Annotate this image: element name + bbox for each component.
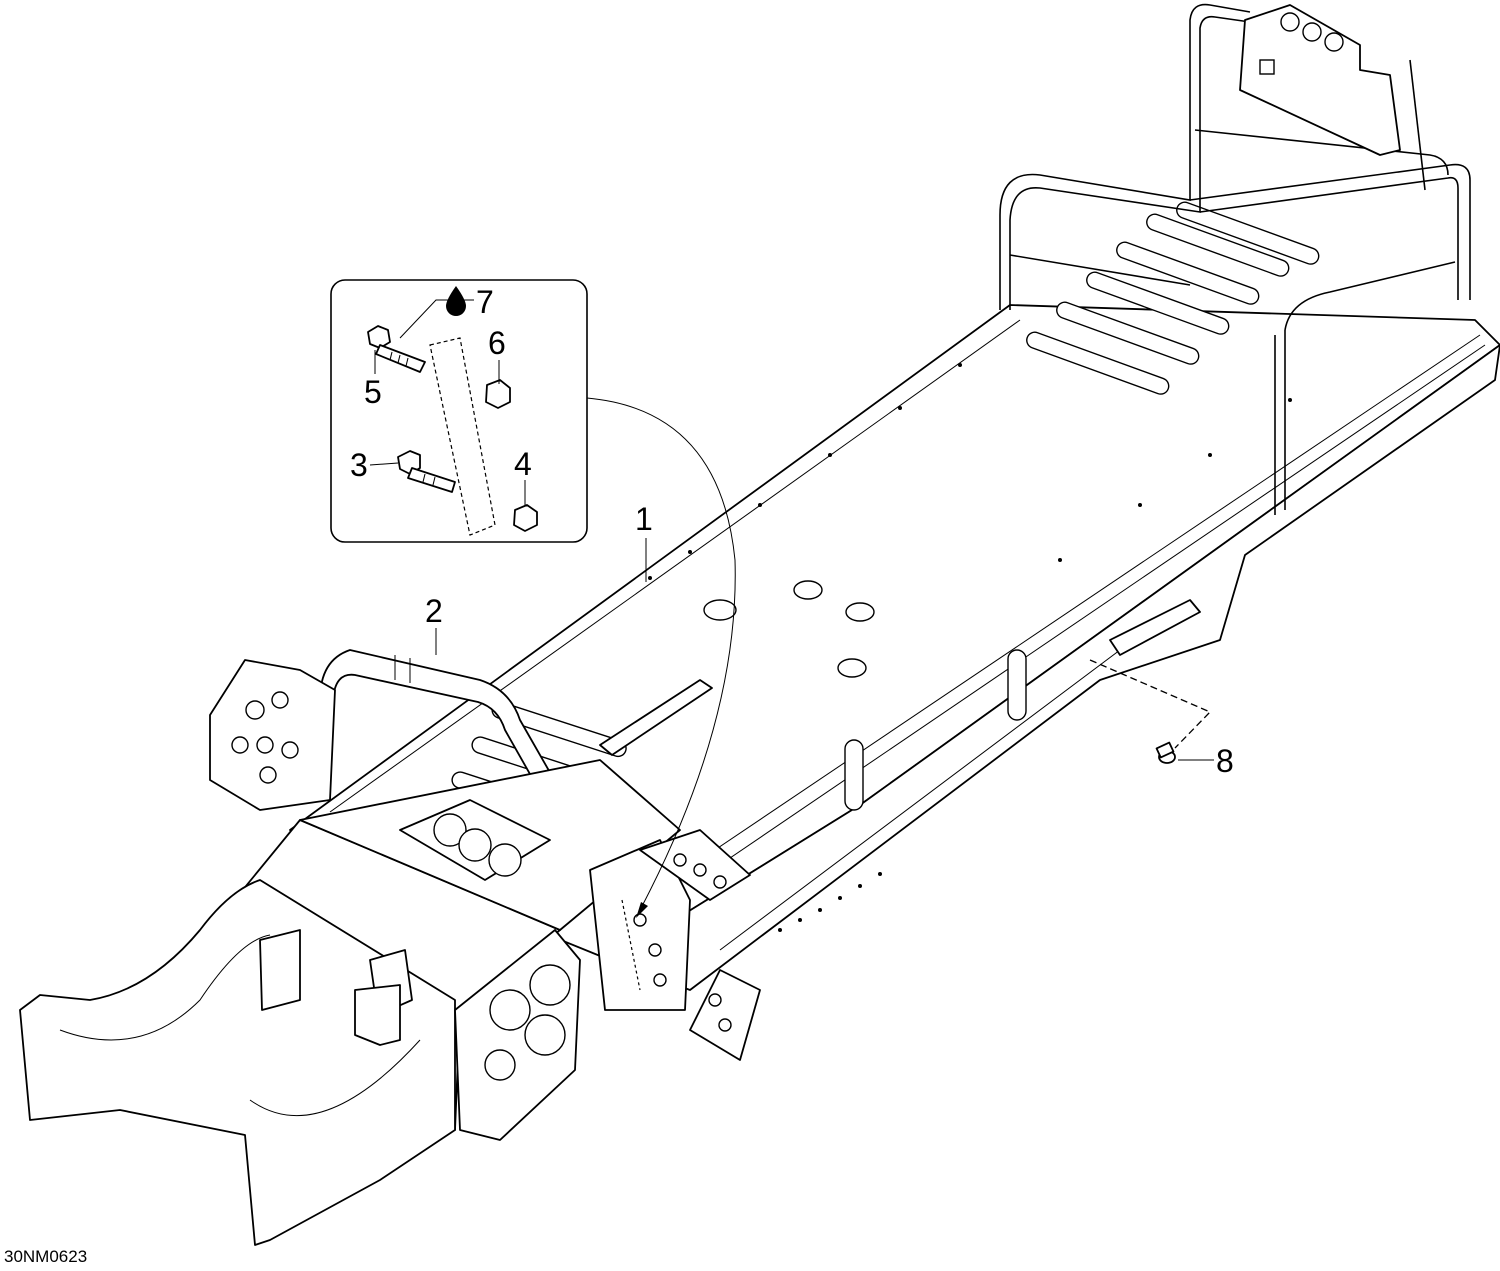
callout-4: 4	[514, 446, 532, 482]
detail-inset	[330, 279, 588, 543]
rivets	[648, 363, 1292, 932]
callout-5: 5	[364, 374, 382, 410]
nut-6	[485, 379, 511, 409]
front-frame	[19, 659, 761, 1246]
bolt-5	[367, 325, 426, 373]
callout-2: 2	[425, 593, 443, 629]
bolt-3	[397, 450, 456, 493]
rear-rack	[999, 3, 1471, 515]
callout-6: 6	[488, 325, 506, 361]
nut-4	[513, 504, 538, 532]
callout-7: 7	[476, 284, 494, 320]
figure-code: 30NM0623	[4, 1247, 88, 1266]
pointer-arrow	[636, 902, 648, 918]
callout-1: 1	[635, 501, 653, 537]
inset-pointer	[586, 397, 736, 911]
drop-icon	[446, 286, 466, 316]
plug-8	[1089, 659, 1212, 764]
callout-3: 3	[350, 447, 368, 483]
callout-8: 8	[1216, 743, 1234, 779]
